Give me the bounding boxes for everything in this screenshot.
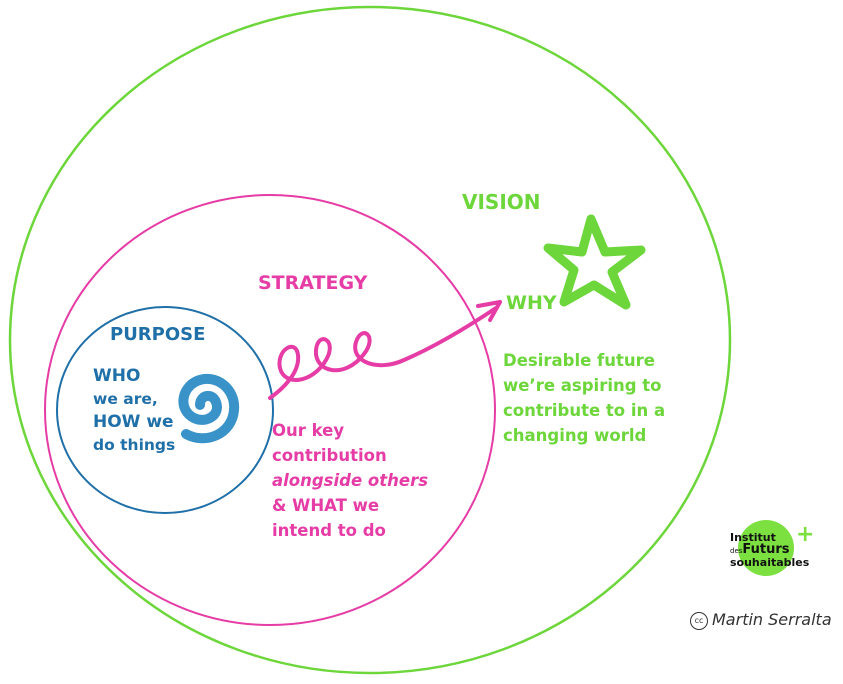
author-name: Martin Serralta <box>712 610 832 629</box>
strategy-line: Our key <box>272 421 345 440</box>
strategy-line: alongside others <box>272 468 428 493</box>
purpose-line: WHO <box>93 366 141 386</box>
logo-line: Institut <box>730 531 776 544</box>
purpose-title: PURPOSE <box>110 324 206 345</box>
strategy-title: STRATEGY <box>258 272 368 294</box>
logo-small: des <box>730 547 743 555</box>
strategy-line: contribution <box>272 446 387 465</box>
star-icon <box>543 214 646 310</box>
logo-text: Institut desFuturs souhaitables <box>730 532 809 569</box>
vision-line: changing world <box>503 426 647 445</box>
logo-mid: Futurs <box>742 542 790 557</box>
strategy-line: intend to do <box>272 521 386 540</box>
institut-logo: + Institut desFuturs souhaitables <box>714 520 814 582</box>
strategy-arrow <box>268 306 498 400</box>
purpose-description: WHO we are, HOW we do things <box>93 365 175 457</box>
why-label: WHY <box>506 292 557 314</box>
purpose-circle <box>56 306 274 514</box>
logo-circle <box>738 520 794 576</box>
vision-circle <box>8 5 732 675</box>
strategy-description: Our key contribution alongside others & … <box>272 418 428 543</box>
arrow-head <box>476 300 502 322</box>
vision-line: Desirable future <box>503 351 655 370</box>
plus-icon: + <box>796 522 815 547</box>
vision-title: VISION <box>462 190 541 214</box>
purpose-line: HOW we <box>93 412 174 432</box>
logo-line: desFuturs <box>730 542 809 557</box>
logo-line: souhaitables <box>730 556 810 569</box>
spiral-icon <box>178 374 240 444</box>
strategy-emphasis: alongside others <box>272 471 429 490</box>
vision-description: Desirable future we’re aspiring to contr… <box>503 348 665 448</box>
vision-line: we’re aspiring to <box>503 376 662 395</box>
vision-line: contribute to in a <box>503 401 666 420</box>
purpose-line: do things <box>93 436 176 454</box>
strategy-circle <box>44 194 496 626</box>
purpose-line: we are, <box>93 390 158 408</box>
creative-commons-icon: cc <box>690 612 708 630</box>
strategy-line: & WHAT we <box>272 496 380 515</box>
